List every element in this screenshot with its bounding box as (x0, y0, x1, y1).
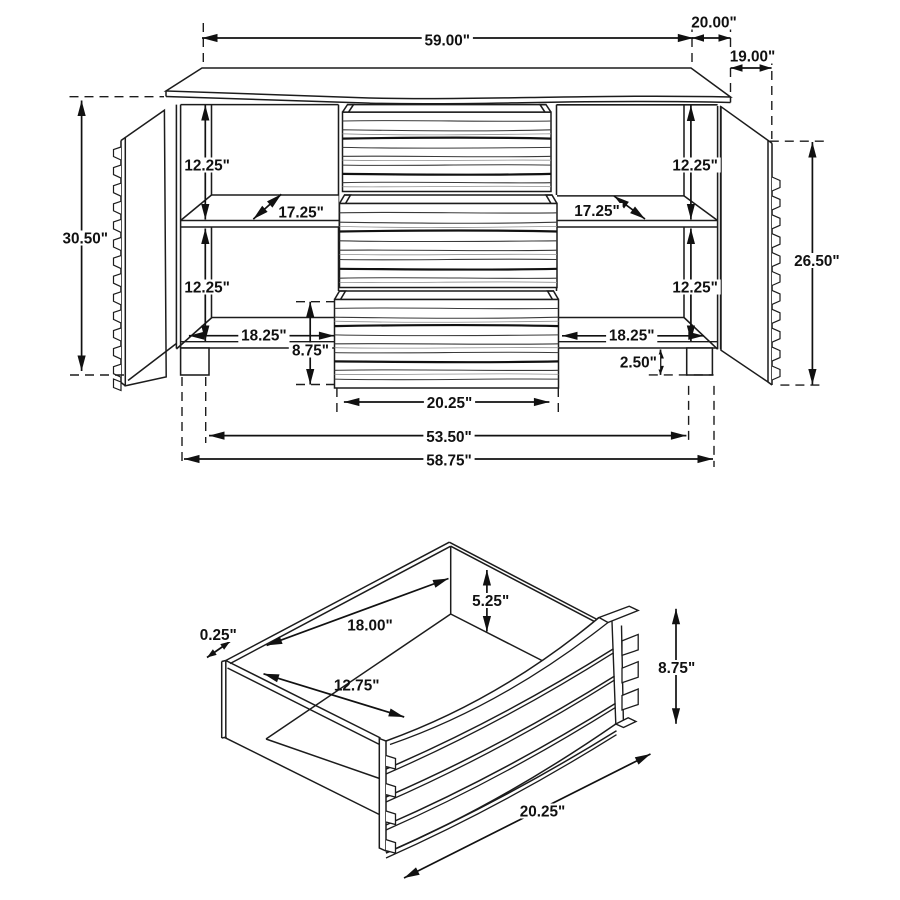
svg-text:12.25": 12.25" (184, 280, 230, 297)
svg-text:26.50": 26.50" (794, 253, 840, 270)
svg-text:20.25": 20.25" (427, 395, 473, 412)
svg-text:30.50": 30.50" (63, 231, 109, 248)
svg-text:59.00": 59.00" (425, 33, 471, 50)
svg-text:17.25": 17.25" (574, 203, 620, 220)
svg-text:18.25": 18.25" (241, 328, 287, 345)
svg-text:8.75": 8.75" (292, 343, 329, 360)
svg-text:17.25": 17.25" (278, 205, 324, 222)
svg-text:53.50": 53.50" (426, 429, 472, 446)
svg-text:8.75": 8.75" (658, 660, 695, 677)
svg-text:12.75": 12.75" (334, 678, 380, 695)
svg-text:58.75": 58.75" (426, 453, 472, 470)
svg-text:12.25": 12.25" (184, 158, 230, 175)
svg-text:19.00": 19.00" (730, 49, 776, 66)
svg-text:12.25": 12.25" (672, 280, 718, 297)
svg-text:2.50": 2.50" (620, 355, 657, 372)
svg-text:0.25": 0.25" (200, 627, 237, 644)
svg-text:20.25": 20.25" (520, 804, 566, 821)
svg-text:18.00": 18.00" (347, 618, 393, 635)
svg-text:5.25": 5.25" (472, 593, 509, 610)
svg-text:18.25": 18.25" (609, 328, 655, 345)
svg-text:20.00": 20.00" (691, 15, 737, 32)
svg-text:12.25": 12.25" (672, 158, 718, 175)
